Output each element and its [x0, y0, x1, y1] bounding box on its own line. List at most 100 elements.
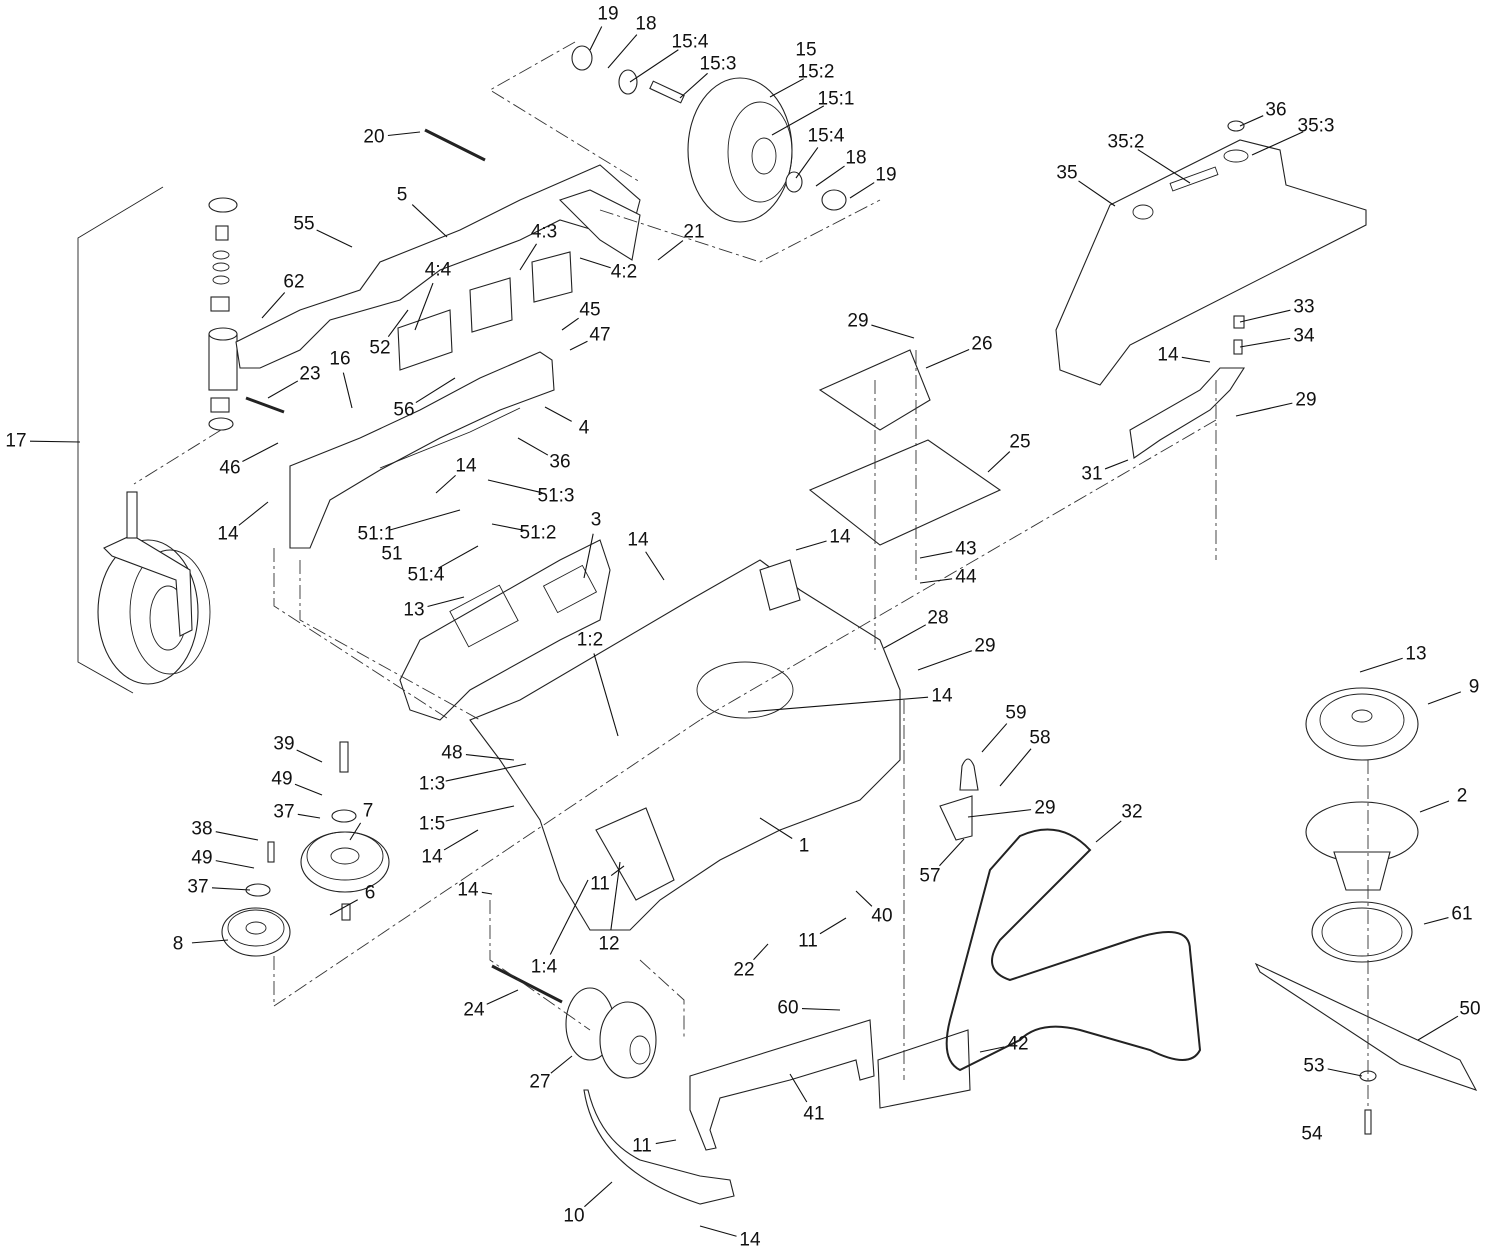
callout-label: 56	[393, 399, 415, 421]
callout-leader-line	[389, 509, 461, 531]
callout-label: 35:2	[1107, 131, 1145, 153]
callout-leader-line	[917, 650, 973, 671]
callout-label: 11	[632, 1135, 652, 1157]
callout-label: 18	[635, 13, 657, 35]
callout-leader-line	[1104, 459, 1129, 470]
callout-leader-line	[999, 748, 1032, 787]
callout-label: 4	[578, 417, 590, 439]
callout-leader-line	[753, 943, 769, 961]
callout-label: 35:3	[1297, 115, 1335, 137]
callout-label: 24	[463, 999, 485, 1021]
callout-leader-line	[238, 501, 269, 526]
callout-label: 29	[847, 310, 869, 332]
callout-label: 44	[955, 566, 977, 588]
callout-label: 51:2	[519, 522, 557, 544]
callout-leader-line	[795, 540, 827, 551]
callout-label: 34	[1293, 325, 1315, 347]
deck-frame	[469, 559, 901, 931]
callout-label: 61	[1451, 903, 1473, 925]
callout-leader-line	[759, 817, 793, 839]
callout-leader-line	[1095, 820, 1122, 843]
callout-leader-line	[855, 890, 873, 907]
callout-label: 36	[549, 451, 571, 473]
callout-label: 1	[798, 835, 810, 857]
callout-leader-line	[215, 860, 255, 869]
callout-label: 39	[273, 733, 295, 755]
callout-label: 7	[362, 800, 374, 822]
callout-label: 27	[529, 1071, 551, 1093]
callout-label: 14	[739, 1229, 761, 1251]
height-adjust-arm	[235, 164, 641, 369]
callout-label: 51	[381, 543, 403, 565]
callout-leader-line	[544, 406, 572, 422]
callout-label: 41	[803, 1103, 825, 1125]
callout-label: 1:4	[530, 956, 558, 978]
callout-leader-line	[1137, 149, 1191, 184]
callout-label: 37	[187, 876, 209, 898]
callout-label: 14	[217, 523, 239, 545]
callout-label: 18	[845, 147, 867, 169]
callout-label: 11	[590, 873, 610, 895]
callout-label: 1:3	[418, 773, 446, 795]
callout-label: 10	[563, 1205, 585, 1227]
callout-leader-line	[296, 749, 323, 763]
callout-label: 3	[590, 509, 602, 531]
callout-label: 36	[1265, 99, 1287, 121]
callout-label: 15:1	[817, 88, 855, 110]
callout-leader-line	[29, 440, 81, 443]
callout-label: 62	[283, 271, 305, 293]
callout-leader-line	[437, 545, 479, 569]
callout-label: 55	[293, 213, 315, 235]
callout-label: 42	[1007, 1033, 1029, 1055]
callout-leader-line	[883, 624, 927, 649]
callout-leader-line	[435, 474, 456, 494]
callout-leader-line	[465, 754, 515, 761]
callout-label: 4:3	[530, 221, 558, 243]
callout-leader-line	[387, 309, 409, 338]
caster-assembly-bracket	[77, 186, 164, 694]
callout-label: 1:5	[418, 813, 446, 835]
callout-leader-line	[967, 809, 1032, 818]
callout-leader-line	[815, 165, 845, 187]
callout-label: 17	[5, 430, 27, 452]
callout-leader-line	[550, 1055, 573, 1074]
callout-leader-line	[579, 257, 611, 269]
callout-label: 21	[683, 221, 705, 243]
callout-label: 32	[1121, 801, 1143, 823]
callout-leader-line	[215, 831, 259, 841]
callout-leader-line	[242, 442, 279, 463]
callout-label: 28	[927, 607, 949, 629]
callout-leader-line	[1359, 657, 1403, 673]
callout-leader-line	[443, 829, 479, 851]
callout-label: 19	[875, 164, 897, 186]
height-bracket	[289, 351, 555, 549]
callout-label: 19	[597, 3, 619, 25]
callout-leader-line	[657, 240, 684, 261]
callout-leader-line	[610, 861, 621, 931]
callout-leader-line	[294, 783, 323, 796]
callout-label: 2	[1456, 785, 1468, 807]
callout-leader-line	[1251, 131, 1304, 156]
callout-leader-line	[211, 887, 251, 891]
callout-label: 15:4	[807, 125, 845, 147]
callout-leader-line	[849, 182, 875, 199]
callout-leader-line	[789, 1073, 808, 1103]
callout-label: 29	[1034, 797, 1056, 819]
callout-leader-line	[561, 317, 579, 331]
callout-leader-line	[316, 229, 353, 248]
callout-leader-line	[411, 204, 448, 238]
callout-label: 50	[1459, 998, 1481, 1020]
callout-leader-line	[549, 879, 589, 955]
callout-label: 29	[1295, 389, 1317, 411]
callout-label: 49	[271, 768, 293, 790]
callout-leader-line	[387, 131, 421, 137]
callout-label: 26	[971, 333, 993, 355]
callout-label: 16	[329, 348, 351, 370]
callout-label: 60	[777, 997, 799, 1019]
callout-label: 1:2	[576, 629, 604, 651]
deck-roller	[491, 964, 657, 1079]
caster-wheel	[97, 491, 211, 685]
callout-label: 58	[1029, 727, 1051, 749]
